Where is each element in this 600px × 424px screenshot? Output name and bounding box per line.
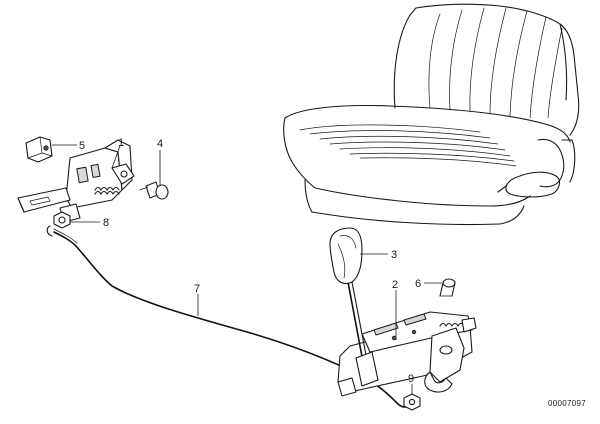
callout-7-label: 7 (194, 283, 200, 295)
callout-1-label: 1 (118, 137, 124, 149)
callout-6: 6 (415, 278, 442, 290)
callout-4-label: 4 (157, 138, 163, 150)
callout-3-label: 3 (391, 249, 397, 261)
callout-5-label: 5 (79, 140, 85, 152)
nut-lower (403, 393, 421, 411)
callout-1: 1 (111, 137, 124, 169)
callout-8-label: 8 (103, 217, 109, 229)
document-number: 00007097 (548, 399, 586, 408)
callout-9: 9 (408, 373, 414, 394)
release-rod (46, 225, 413, 408)
callout-2: 2 (392, 279, 398, 340)
callout-5: 5 (52, 140, 85, 152)
screw-small (439, 278, 456, 297)
callout-6-label: 6 (415, 278, 421, 290)
callout-9-label: 9 (408, 373, 414, 385)
seat-illustration (283, 3, 580, 226)
callout-8: 8 (70, 217, 109, 229)
nut-part (53, 211, 71, 229)
handle-knob (329, 227, 363, 285)
seat-adjuster-assembly (337, 281, 477, 397)
screw-part (139, 181, 169, 200)
clip-part (25, 136, 53, 163)
callout-7: 7 (194, 283, 200, 316)
callout-2-label: 2 (392, 279, 398, 291)
callout-3: 3 (360, 249, 397, 261)
callout-4: 4 (157, 138, 163, 185)
